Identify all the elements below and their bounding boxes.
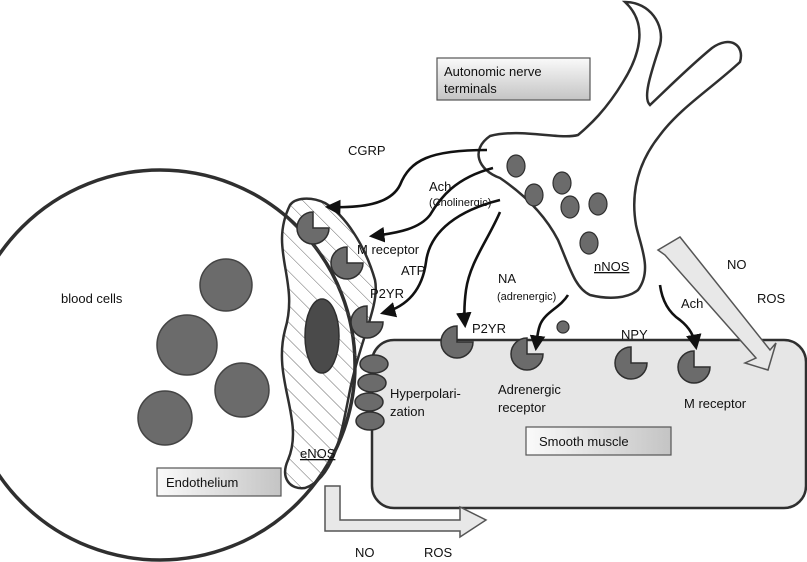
adrenergic-receptor-label-line1: Adrenergic — [498, 382, 561, 397]
adrenergic-receptor-label-line2: receptor — [498, 400, 546, 415]
blood-cell — [199, 258, 253, 312]
gap-junction — [354, 392, 384, 412]
blood-cells-label: blood cells — [61, 291, 123, 306]
cholinergic-label: (Cholinergic) — [429, 197, 491, 209]
smooth-muscle-label-box — [525, 426, 672, 456]
vesicle — [524, 183, 544, 207]
p2yr-smooth-muscle — [440, 325, 474, 359]
m-receptor-endothelial — [330, 246, 364, 280]
smooth-muscle-label: Smooth muscle — [539, 434, 629, 449]
ros-bottom-label: ROS — [424, 545, 453, 560]
no-ros-hollow-arrow-bottom — [324, 485, 488, 539]
na-arrow-to-adrenergic — [529, 294, 570, 352]
gap-junction — [355, 411, 385, 431]
adrenergic-label: (adrenergic) — [497, 291, 556, 303]
gap-junctions — [354, 354, 389, 431]
m-receptor-muscle-label: M receptor — [684, 396, 747, 411]
no-right-label: NO — [727, 257, 747, 272]
ros-right-label: ROS — [757, 291, 786, 306]
blood-cell — [156, 314, 218, 376]
autonomic-nerve-terminal — [477, 0, 743, 299]
smooth-muscle-cell — [370, 338, 807, 510]
vesicle — [506, 154, 526, 178]
hyperpolarization-label-line2: zation — [390, 404, 425, 419]
npy-label: NPY — [621, 327, 648, 342]
vesicle — [588, 192, 608, 216]
ach-arrow-to-m-receptor — [368, 166, 494, 243]
endothelial-receptor — [296, 211, 330, 245]
enos-label: eNOS — [300, 446, 336, 461]
m-receptor-smooth-muscle — [677, 350, 711, 384]
ach-arrow-to-m-receptor-muscle — [658, 284, 702, 351]
npy-receptor — [614, 346, 648, 380]
na-arrow-to-p2yr — [455, 211, 502, 329]
autonomic-label-line2: terminals — [444, 81, 497, 96]
m-receptor-endothelial-label: M receptor — [357, 242, 420, 257]
no-ros-hollow-arrow-right — [656, 236, 777, 371]
blood-cell — [137, 390, 193, 446]
p2yr-endothelial — [350, 305, 384, 339]
cgrp-label: CGRP — [348, 143, 386, 158]
hyperpolarization-label-line1: Hyperpolari- — [390, 386, 461, 401]
gap-junction — [357, 373, 387, 393]
endothelium-label: Endothelium — [166, 475, 238, 490]
adrenergic-receptor — [510, 337, 544, 371]
blood-cell — [214, 362, 270, 418]
p2yr-muscle-label: P2YR — [472, 321, 506, 336]
na-label: NA — [498, 271, 516, 286]
npy-vesicle — [556, 320, 570, 334]
vesicle — [579, 231, 599, 255]
nnos-label: nNOS — [594, 259, 630, 274]
autonomic-label-box — [436, 57, 591, 101]
nerve-vesicles — [506, 154, 608, 255]
endothelial-nucleus — [304, 298, 340, 374]
ach-right-label: Ach — [681, 296, 703, 311]
vesicle — [560, 195, 580, 219]
vesicle — [552, 171, 572, 195]
gap-junction — [359, 354, 389, 374]
p2yr-endothelial-label: P2YR — [370, 286, 404, 301]
no-bottom-label: NO — [355, 545, 375, 560]
autonomic-label-line1: Autonomic nerve — [444, 64, 542, 79]
endothelium-label-box — [156, 467, 282, 497]
atp-label: ATP — [401, 263, 425, 278]
blood-cells-group — [137, 258, 270, 446]
ach-label-top: Ach — [429, 179, 451, 194]
atp-arrow-to-p2yr — [379, 198, 501, 318]
cgrp-arrow — [324, 148, 488, 216]
